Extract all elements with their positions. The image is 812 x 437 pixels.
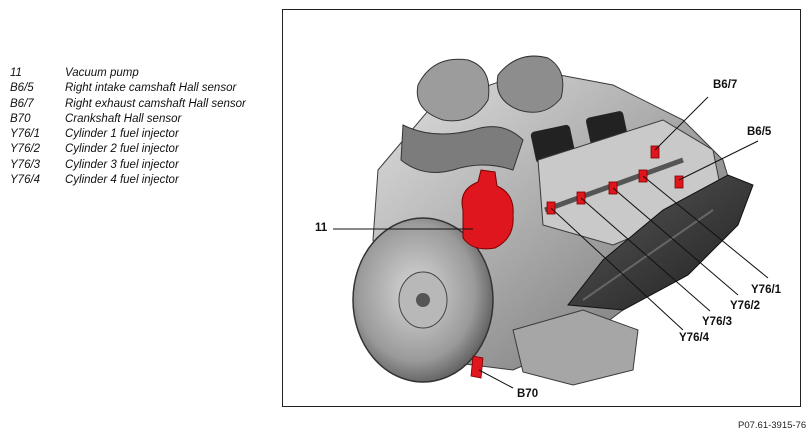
legend-code: Y76/1 bbox=[10, 128, 41, 141]
leader-b6-7 bbox=[654, 96, 709, 151]
turbocharger-left bbox=[416, 58, 490, 122]
engine-illustration bbox=[333, 55, 769, 389]
legend-desc: Crankshaft Hall sensor bbox=[65, 112, 182, 125]
leader-b6-5 bbox=[678, 140, 759, 181]
vacuum-pump bbox=[461, 169, 514, 250]
leader-b70 bbox=[478, 369, 514, 389]
oil-pan bbox=[512, 309, 639, 386]
legend-desc: Cylinder 3 fuel injector bbox=[65, 158, 179, 171]
turbocharger-right bbox=[496, 55, 564, 113]
legend-row: Y76/2 Cylinder 2 fuel injector bbox=[10, 142, 272, 157]
callout-y76-3: Y76/3 bbox=[702, 316, 733, 328]
legend-code: 11 bbox=[10, 67, 22, 79]
legend-desc: Cylinder 1 fuel injector bbox=[65, 128, 179, 141]
leader-y76-3 bbox=[580, 197, 711, 312]
callout-y76-2: Y76/2 bbox=[730, 300, 761, 312]
callout-b6-7: B6/7 bbox=[713, 79, 738, 91]
legend-desc: Cylinder 4 fuel injector bbox=[65, 174, 179, 187]
legend-row: Y76/1 Cylinder 1 fuel injector bbox=[10, 127, 272, 142]
legend-code: B70 bbox=[10, 112, 31, 125]
legend-row: B70 Crankshaft Hall sensor bbox=[10, 112, 272, 127]
engine-illustration-frame: 11 B6/7 B6/5 Y76/1 Y76/2 Y76/3 Y76/4 B70 bbox=[282, 9, 801, 407]
callout-b6-5: B6/5 bbox=[747, 126, 772, 138]
legend-row: Y76/3 Cylinder 3 fuel injector bbox=[10, 158, 272, 173]
legend-row: 11 Vacuum pump bbox=[10, 66, 272, 81]
callout-y76-1: Y76/1 bbox=[751, 284, 782, 296]
timing-cover bbox=[567, 174, 754, 311]
legend-row: Y76/4 Cylinder 4 fuel injector bbox=[10, 173, 272, 188]
legend-row: B6/5 Right intake camshaft Hall sensor bbox=[10, 81, 272, 96]
timing-cover-detail bbox=[582, 209, 714, 301]
callout-11: 11 bbox=[315, 222, 328, 234]
intake-camshaft-sensor bbox=[674, 175, 684, 189]
crankshaft-sensor bbox=[470, 355, 484, 379]
legend-code: B6/7 bbox=[10, 97, 34, 110]
legend-desc: Right exhaust camshaft Hall sensor bbox=[65, 97, 246, 110]
exhaust-manifold bbox=[400, 124, 524, 173]
legend: 11 Vacuum pump B6/5 Right intake camshaft … bbox=[10, 66, 272, 188]
exhaust-camshaft-sensor bbox=[650, 145, 660, 159]
leader-y76-4 bbox=[550, 207, 684, 331]
figure-reference: P07.61-3915-76 bbox=[738, 420, 807, 431]
legend-desc: Cylinder 2 fuel injector bbox=[65, 143, 179, 156]
legend-code: B6/5 bbox=[10, 82, 34, 95]
legend-desc: Vacuum pump bbox=[65, 67, 139, 79]
legend-code: Y76/4 bbox=[10, 174, 41, 187]
legend-code: Y76/3 bbox=[10, 158, 41, 171]
flywheel-center bbox=[416, 293, 430, 307]
legend-desc: Right intake camshaft Hall sensor bbox=[65, 82, 237, 95]
leader-y76-2 bbox=[612, 187, 739, 296]
callout-y76-4: Y76/4 bbox=[679, 332, 710, 344]
legend-code: Y76/2 bbox=[10, 143, 41, 156]
callout-b70: B70 bbox=[517, 388, 539, 400]
leader-y76-1 bbox=[642, 175, 769, 279]
legend-row: B6/7 Right exhaust camshaft Hall sensor bbox=[10, 97, 272, 112]
